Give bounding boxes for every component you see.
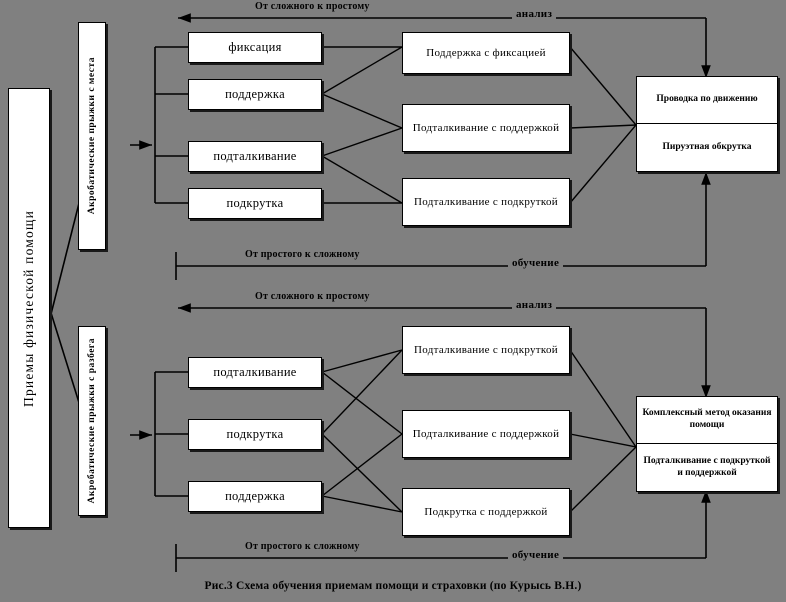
combination-box-bottom-1: Подталкивание с поддержкой <box>402 410 570 458</box>
flow-process-label-top-2: обучение <box>508 257 564 269</box>
technique-label: подкрутка <box>226 427 284 442</box>
result-box-bottom: Комплексный метод оказания помощи Подтал… <box>636 396 778 492</box>
flow-direction-label-top-2: От простого к сложному <box>245 249 360 260</box>
result-label-top: Комплексный метод оказания помощи <box>637 397 777 444</box>
flow-process-label-bottom-2: обучение <box>508 549 564 561</box>
flow-direction-label-top-1: От сложного к простому <box>255 1 370 12</box>
technique-box-top-1: поддержка <box>188 79 322 110</box>
combination-label: Подталкивание с подкруткой <box>414 343 558 356</box>
result-label-top: Проводка по движению <box>637 77 777 124</box>
combination-box-bottom-2: Подкрутка с поддержкой <box>402 488 570 536</box>
technique-box-top-0: фиксация <box>188 32 322 63</box>
technique-label: фиксация <box>228 40 282 55</box>
technique-box-top-3: подкрутка <box>188 188 322 219</box>
technique-label: поддержка <box>225 87 285 102</box>
technique-label: поддержка <box>225 489 285 504</box>
result-label-bottom: Подталкивание с подкруткой и поддержкой <box>643 455 771 478</box>
technique-label: подталкивание <box>213 149 297 164</box>
flow-direction-label-bottom-2: От простого к сложному <box>245 541 360 552</box>
technique-label: подталкивание <box>213 365 297 380</box>
technique-box-bottom-2: поддержка <box>188 481 322 512</box>
technique-box-bottom-1: подкрутка <box>188 419 322 450</box>
root-category-box: Приемы физической помощи <box>8 88 50 528</box>
combination-box-top-2: Подталкивание с подкруткой <box>402 178 570 226</box>
flow-process-label-top-1: анализ <box>512 8 557 20</box>
result-box-top: Проводка по движению Пируэтная обкрутка <box>636 76 778 172</box>
combination-label: Подкрутка с поддержкой <box>424 505 548 518</box>
category-box-top: Акробатические прыжки с места <box>78 22 106 250</box>
category-label-top: Акробатические прыжки с места <box>86 57 97 215</box>
category-box-bottom: Акробатические прыжки с разбега <box>78 326 106 516</box>
flow-process-label-bottom-1: анализ <box>512 299 557 311</box>
combination-label: Поддержка с фиксацией <box>426 46 546 59</box>
root-category-label: Приемы физической помощи <box>21 209 36 407</box>
figure-caption: Рис.3 Схема обучения приемам помощи и ст… <box>204 580 582 592</box>
combination-label: Подталкивание с поддержкой <box>412 427 560 440</box>
combination-box-bottom-0: Подталкивание с подкруткой <box>402 326 570 374</box>
technique-box-bottom-0: подталкивание <box>188 357 322 388</box>
flow-direction-label-bottom-1: От сложного к простому <box>255 291 370 302</box>
technique-label: подкрутка <box>226 196 284 211</box>
combination-box-top-0: Поддержка с фиксацией <box>402 32 570 74</box>
combination-box-top-1: Подталкивание с поддержкой <box>402 104 570 152</box>
combination-label: Подталкивание с поддержкой <box>412 121 560 134</box>
combination-label: Подталкивание с подкруткой <box>414 195 558 208</box>
technique-box-top-2: подталкивание <box>188 141 322 172</box>
category-label-bottom: Акробатические прыжки с разбега <box>86 338 97 504</box>
result-label-bottom: Пируэтная обкрутка <box>662 141 752 152</box>
